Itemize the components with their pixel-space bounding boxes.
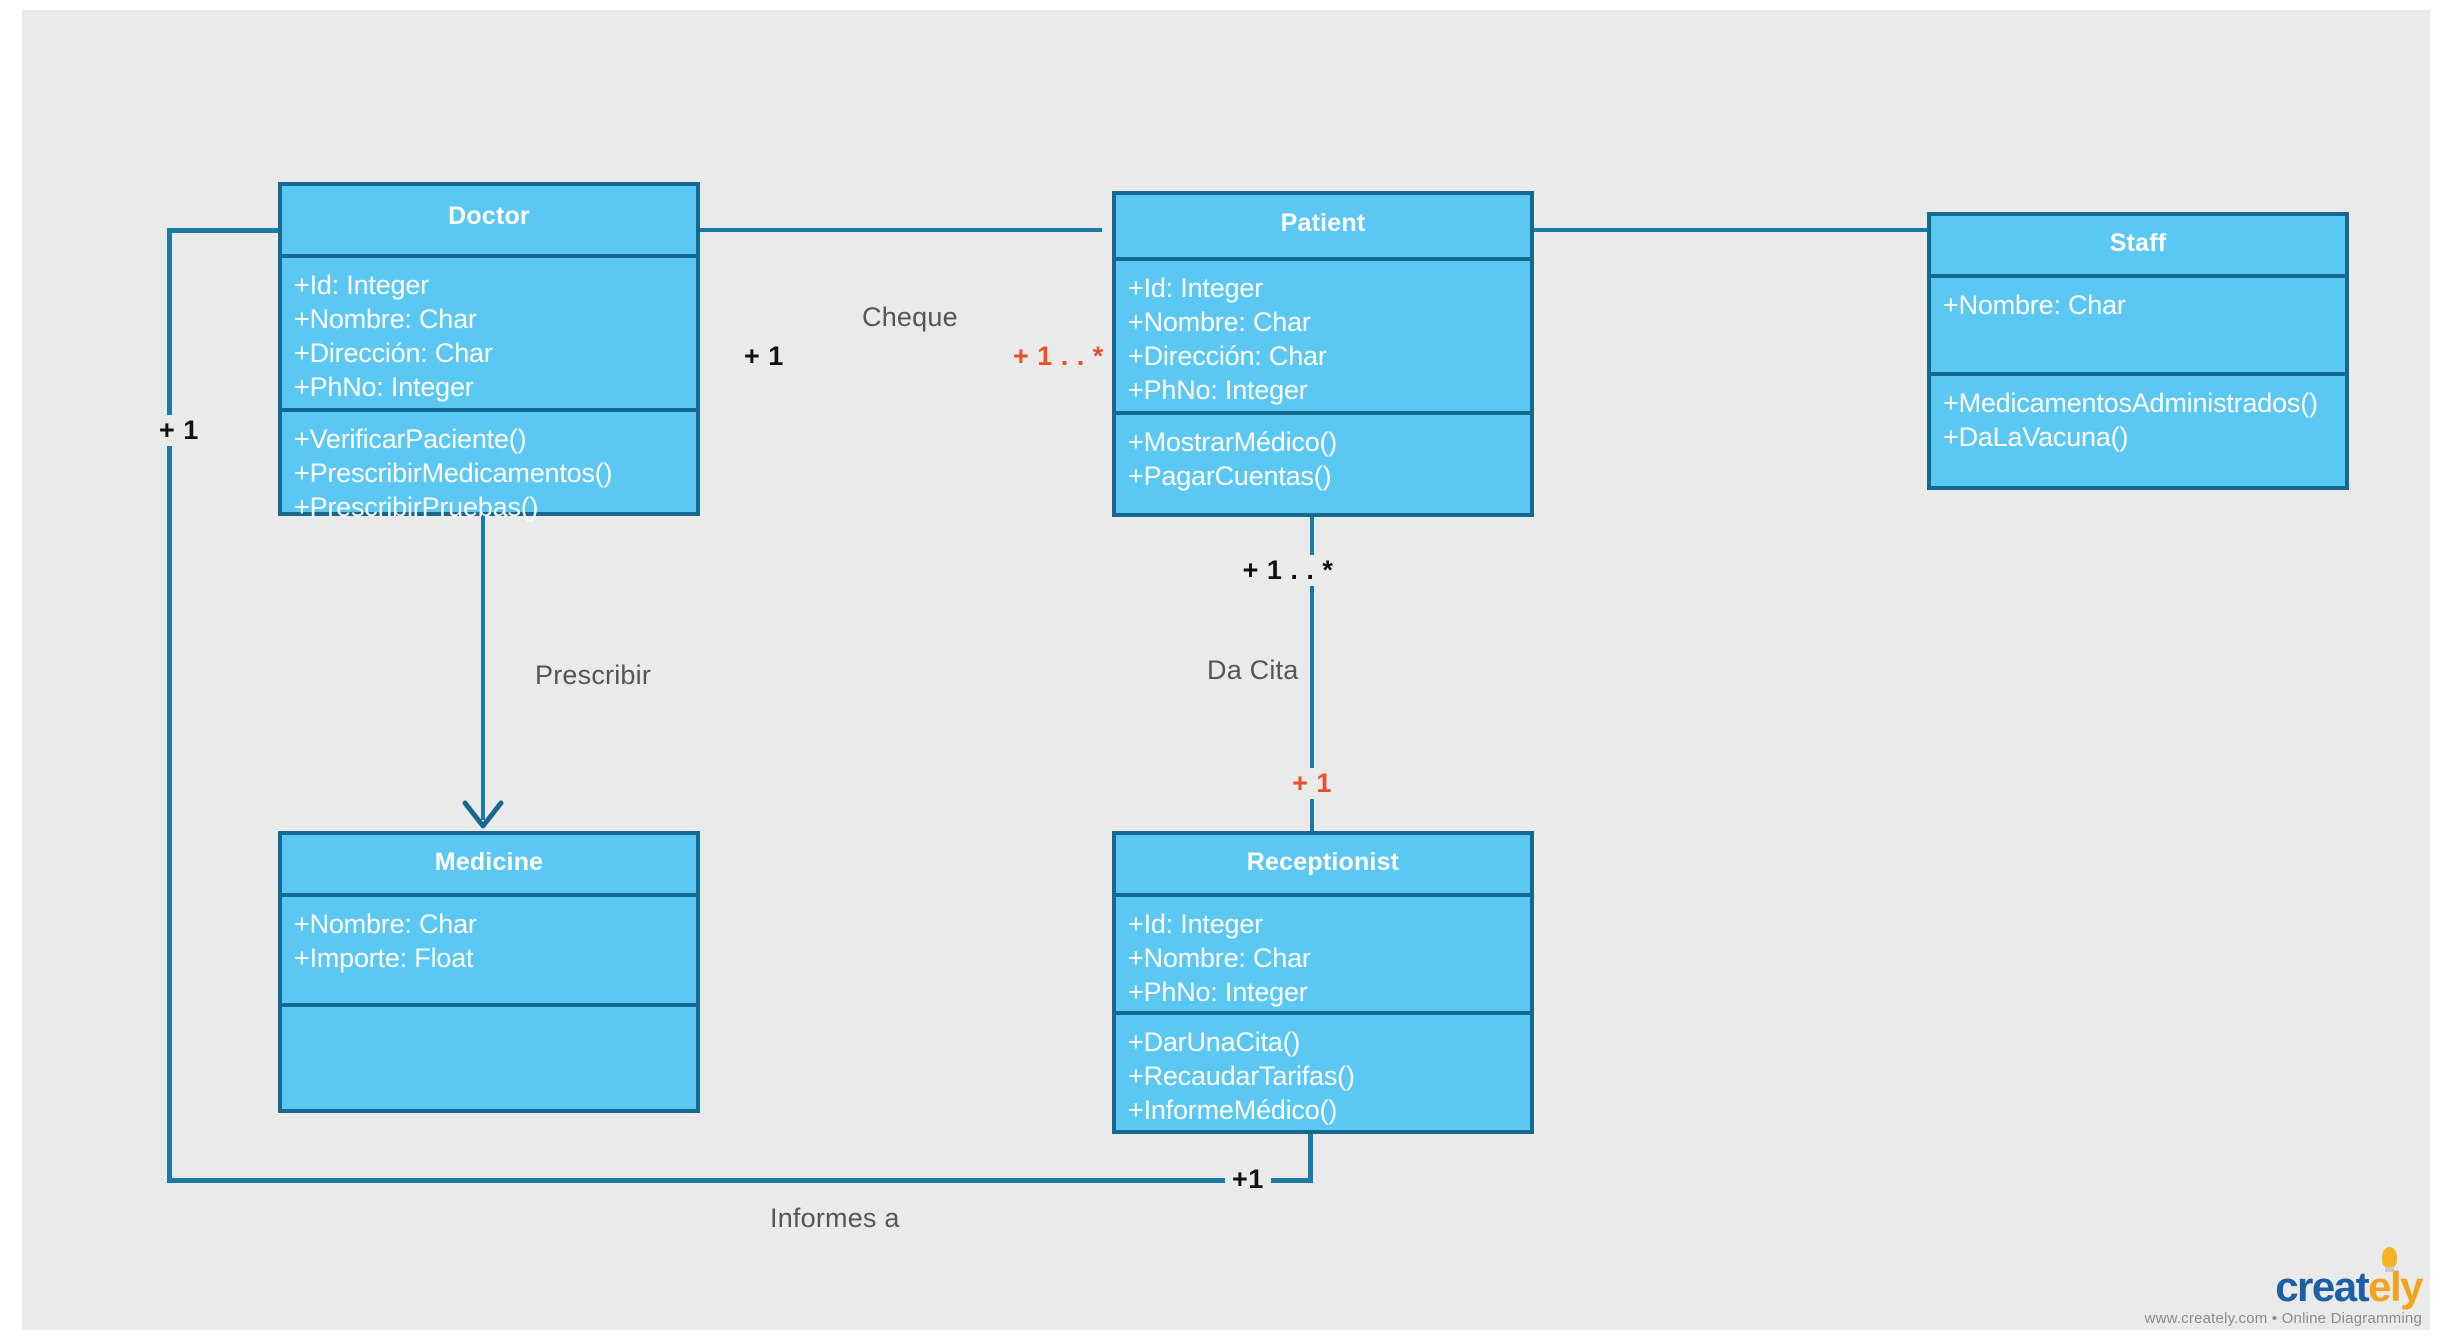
creately-logo: creately bbox=[2275, 1247, 2423, 1310]
method-row: +RecaudarTarifas() bbox=[1128, 1061, 1355, 1091]
class-methods-staff: +MedicamentosAdministrados() +DaLaVacuna… bbox=[1931, 376, 2345, 462]
method-row: +PagarCuentas() bbox=[1128, 461, 1332, 491]
divider-doctor-attributes bbox=[282, 254, 696, 258]
multiplicity-informes-target: +1 bbox=[1225, 1164, 1271, 1195]
attribute-row: +Importe: Float bbox=[294, 943, 474, 973]
multiplicity-cheque-source: + 1 bbox=[737, 341, 791, 372]
attribute-row: +Dirección: Char bbox=[1128, 341, 1327, 371]
divider-staff-methods bbox=[1931, 372, 2345, 376]
attribute-row: +Nombre: Char bbox=[1128, 943, 1311, 973]
divider-medicine-attributes bbox=[282, 893, 696, 897]
class-box-receptionist[interactable]: Receptionist +Id: Integer +Nombre: Char … bbox=[1112, 831, 1534, 1134]
class-methods-doctor: +VerificarPaciente() +PrescribirMedicame… bbox=[282, 412, 696, 532]
multiplicity-da-cita-source: + 1 . . * bbox=[1235, 555, 1341, 586]
multiplicity-da-cita-target: + 1 bbox=[1285, 768, 1339, 799]
connector-patient-staff bbox=[1512, 228, 1927, 232]
divider-doctor-methods bbox=[282, 408, 696, 412]
class-attributes-medicine: +Nombre: Char +Importe: Float bbox=[282, 897, 696, 1003]
class-box-patient[interactable]: Patient +Id: Integer +Nombre: Char +Dire… bbox=[1112, 191, 1534, 517]
divider-receptionist-attributes bbox=[1116, 893, 1530, 897]
divider-receptionist-methods bbox=[1116, 1011, 1530, 1015]
class-attributes-staff: +Nombre: Char bbox=[1931, 278, 2345, 372]
method-row: +InformeMédico() bbox=[1128, 1095, 1338, 1125]
diagram-board: Doctor +Id: Integer +Nombre: Char +Direc… bbox=[22, 10, 2430, 1330]
divider-patient-methods bbox=[1116, 411, 1530, 415]
class-box-staff[interactable]: Staff +Nombre: Char +MedicamentosAdminis… bbox=[1927, 212, 2349, 490]
connector-informes-right-vertical bbox=[1308, 1130, 1313, 1183]
class-title-patient: Patient bbox=[1280, 209, 1366, 237]
connector-informes-bottom-horizontal bbox=[167, 1178, 1312, 1183]
multiplicity-informes-source: + 1 bbox=[152, 415, 206, 446]
relationship-label-prescribir: Prescribir bbox=[535, 660, 652, 690]
relationship-label-informes-a: Informes a bbox=[770, 1203, 900, 1233]
divider-staff-attributes bbox=[1931, 274, 2345, 278]
connector-prescribir bbox=[481, 320, 485, 820]
class-box-medicine[interactable]: Medicine +Nombre: Char +Importe: Float bbox=[278, 831, 700, 1113]
attribute-row: +PhNo: Integer bbox=[1128, 977, 1308, 1007]
class-attributes-doctor: +Id: Integer +Nombre: Char +Dirección: C… bbox=[282, 258, 696, 408]
divider-patient-attributes bbox=[1116, 257, 1530, 261]
method-row: +DaLaVacuna() bbox=[1943, 422, 2129, 452]
attribute-row: +PhNo: Integer bbox=[294, 372, 474, 402]
attribute-row: +Nombre: Char bbox=[294, 909, 477, 939]
relationship-label-da-cita: Da Cita bbox=[1207, 655, 1299, 685]
watermark-tagline: www.creately.com • Online Diagramming bbox=[2144, 1310, 2422, 1327]
connector-cheque-segment bbox=[677, 228, 1102, 232]
attribute-row: +Dirección: Char bbox=[294, 338, 493, 368]
connector-informes-left-vertical bbox=[167, 228, 172, 1183]
method-row: +PrescribirPruebas() bbox=[294, 492, 539, 522]
class-attributes-receptionist: +Id: Integer +Nombre: Char +PhNo: Intege… bbox=[1116, 897, 1530, 1011]
class-methods-receptionist: +DarUnaCita() +RecaudarTarifas() +Inform… bbox=[1116, 1015, 1530, 1135]
method-row: +MostrarMédico() bbox=[1128, 427, 1338, 457]
connector-informes-top-horizontal bbox=[167, 228, 282, 233]
class-title-receptionist: Receptionist bbox=[1246, 848, 1400, 876]
attribute-row: +Nombre: Char bbox=[1943, 290, 2126, 320]
attribute-row: +Nombre: Char bbox=[1128, 307, 1311, 337]
divider-medicine-methods bbox=[282, 1003, 696, 1007]
class-methods-patient: +MostrarMédico() +PagarCuentas() bbox=[1116, 415, 1530, 501]
class-box-doctor[interactable]: Doctor +Id: Integer +Nombre: Char +Direc… bbox=[278, 182, 700, 522]
attribute-row: +Nombre: Char bbox=[294, 304, 477, 334]
multiplicity-cheque-target: + 1 . . * bbox=[1006, 341, 1111, 372]
attribute-row: +Id: Integer bbox=[1128, 909, 1263, 939]
class-title-medicine: Medicine bbox=[434, 848, 544, 876]
attribute-row: +PhNo: Integer bbox=[1128, 375, 1308, 405]
brand-text-primary: creat bbox=[2275, 1263, 2369, 1310]
class-title-doctor: Doctor bbox=[448, 202, 530, 230]
class-methods-medicine bbox=[282, 1007, 696, 1025]
method-row: +VerificarPaciente() bbox=[294, 424, 527, 454]
method-row: +MedicamentosAdministrados() bbox=[1943, 388, 2318, 418]
lightbulb-icon bbox=[2382, 1247, 2397, 1272]
class-title-staff: Staff bbox=[2109, 229, 2167, 257]
method-row: +PrescribirMedicamentos() bbox=[294, 458, 613, 488]
brand-text-secondary: ely bbox=[2368, 1263, 2423, 1310]
class-attributes-patient: +Id: Integer +Nombre: Char +Dirección: C… bbox=[1116, 261, 1530, 411]
relationship-label-cheque: Cheque bbox=[862, 302, 958, 332]
attribute-row: +Id: Integer bbox=[1128, 273, 1263, 303]
arrow-open-down-icon bbox=[462, 800, 504, 829]
method-row: +DarUnaCita() bbox=[1128, 1027, 1301, 1057]
creately-watermark: creately www.creately.com • Online Diagr… bbox=[2144, 1247, 2423, 1327]
attribute-row: +Id: Integer bbox=[294, 270, 429, 300]
